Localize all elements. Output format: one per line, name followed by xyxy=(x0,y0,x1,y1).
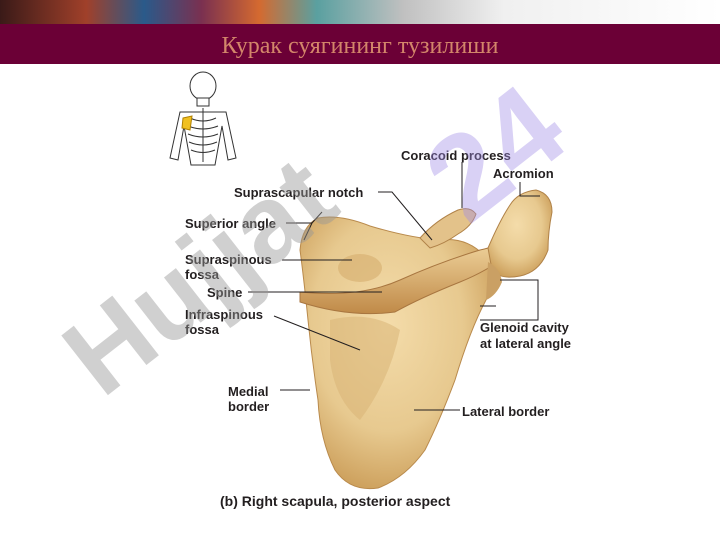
title-bar xyxy=(0,24,720,64)
decorative-banner xyxy=(0,0,720,24)
label-spine: Spine xyxy=(207,285,243,300)
acromion xyxy=(487,189,553,278)
label-infraspinous-fossa-line2: fossa xyxy=(185,322,219,337)
label-glenoid-cavity-line1: Glenoid cavity xyxy=(480,320,569,335)
label-medial-border-line2: border xyxy=(228,399,270,414)
page-title: Курак суягининг тузилиши xyxy=(221,33,499,59)
label-supraspinous-fossa-line1: Supraspinous xyxy=(185,252,272,267)
label-medial-border-line1: Medial xyxy=(228,384,269,399)
label-glenoid-cavity-line2: at lateral angle xyxy=(480,336,572,351)
skeleton-thumbnail-icon xyxy=(169,71,237,166)
label-lateral-border: Lateral border xyxy=(462,404,550,419)
label-supraspinous-fossa-line2: fossa xyxy=(185,267,219,282)
coracoid-process xyxy=(419,208,477,249)
label-infraspinous-fossa-line1: Infraspinous xyxy=(185,307,264,322)
label-suprascapular-notch: Suprascapular notch xyxy=(234,185,364,200)
label-coracoid-process: Coracoid process xyxy=(401,148,511,163)
label-acromion: Acromion xyxy=(493,166,554,181)
label-superior-angle: Superior angle xyxy=(185,216,277,231)
figure-caption: (b) Right scapula, posterior aspect xyxy=(220,493,451,509)
